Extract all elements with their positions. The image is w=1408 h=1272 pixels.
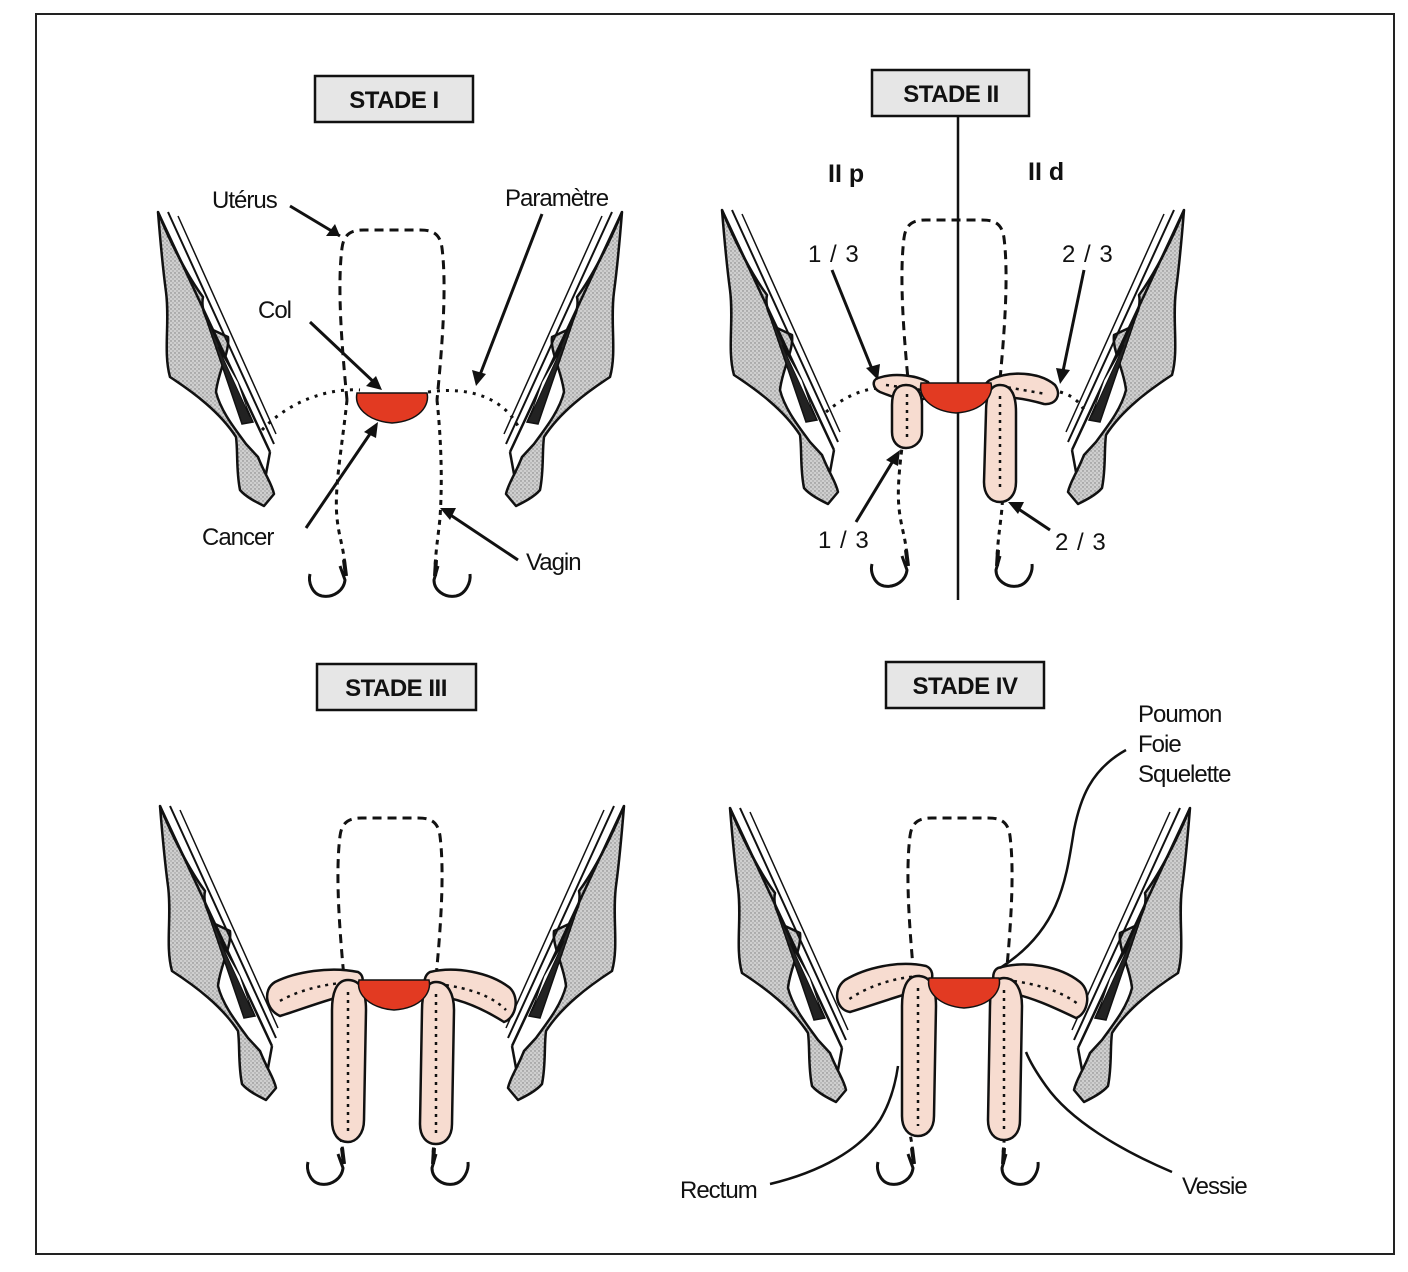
parametrium-line-1 [260,388,522,432]
label-2p-param-fraction: 1 / 3 [808,241,860,268]
label-vagin: Vagin [526,549,581,576]
label-poumon: Poumon [1138,701,1221,728]
stage-3-title: STADE III [345,675,447,702]
label-cancer: Cancer [202,524,274,551]
pelvis-left-4 [728,806,850,1104]
stage-4-title: STADE IV [913,673,1018,700]
pelvis-right-1 [504,212,622,506]
arrow-cancer [304,427,376,529]
label-parametre: Paramètre [505,185,609,212]
extension-3-vag-left [330,978,368,1144]
label-foie: Foie [1138,731,1181,758]
pelvis-right-3 [506,806,624,1100]
line-vessie [1024,1051,1173,1174]
label-rectum: Rectum [680,1177,757,1204]
stage-3-title-box [315,662,478,712]
stage-4-title-box [884,660,1046,710]
extension-4-vag-right [986,976,1024,1142]
pelvis-right-4 [1072,808,1190,1102]
cervical-tumor-2 [919,382,993,414]
extension-4-vag-left [900,974,938,1138]
arrow-col [308,320,380,388]
stage-3-panel: STADE III [158,662,624,1187]
stage-2-title-box [870,68,1031,118]
cervical-tumor-1 [355,392,429,424]
stage-2b-label: II d [1028,158,1064,186]
label-col: Col [258,297,291,324]
label-2d-vagina-fraction: 2 / 3 [1055,529,1107,556]
figure-frame [35,13,1395,1255]
label-uterus: Utérus [212,187,278,214]
label-squelette: Squelette [1138,761,1231,788]
stage-1-title-box [313,74,475,124]
extension-3-vag-right [418,980,456,1146]
parametrium-line-2 [825,386,1088,415]
label-2d-param-fraction: 2 / 3 [1062,241,1114,268]
arrow-vagin [445,510,519,562]
cervical-tumor-3 [357,979,431,1011]
stage-1-title: STADE I [349,87,438,114]
extension-2p-vagina [890,383,924,450]
arrow-parametre [476,213,544,381]
label-vessie: Vessie [1182,1173,1247,1200]
stage-2a-label: II p [828,160,864,188]
label-2p-vagina-fraction: 1 / 3 [818,527,870,554]
stage-2-title: STADE II [903,81,999,108]
stage-4-panel: STADE IV Poumon Foie Squelette Rectum Ve… [680,660,1248,1204]
line-rectum [769,1065,900,1186]
stage-1-panel: STADE I Utérus Paramètre Col Cancer Vagi… [156,74,622,599]
stage-2-panel: STADE II II p II d 1 / 3 1 / 3 2 / 3 2 /… [720,68,1184,600]
pelvis-left-1 [156,210,278,508]
line-metastases [999,748,1127,970]
pelvis-left-3 [158,804,280,1102]
